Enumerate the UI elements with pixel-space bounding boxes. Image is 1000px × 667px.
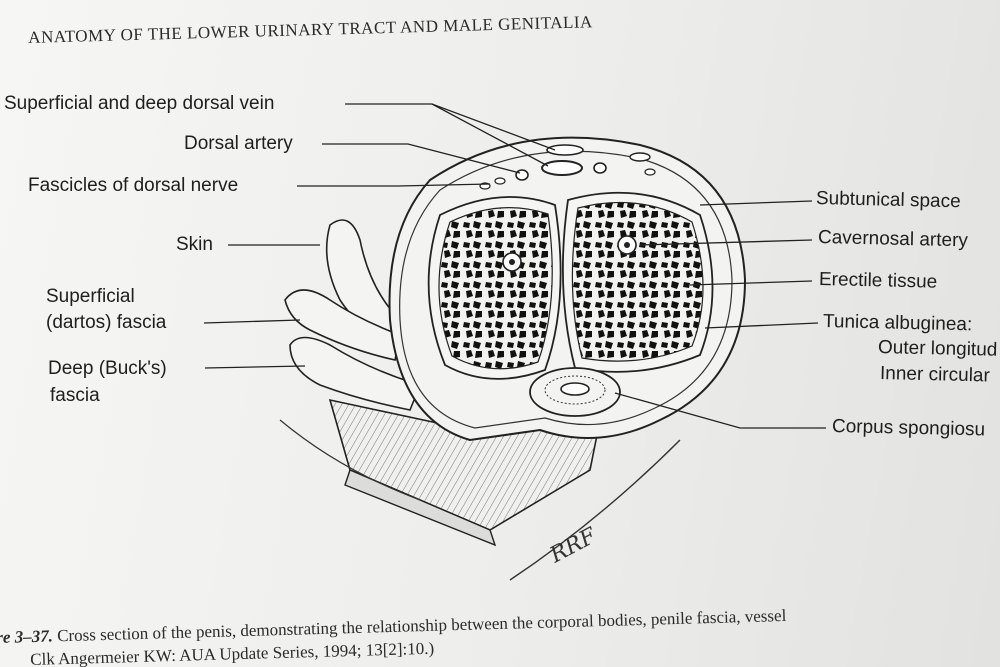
label-dartos-line1: Superficial xyxy=(46,286,135,307)
label-cavernosal-artery: Cavernosal artery xyxy=(817,227,969,252)
label-dorsal-nerve: Fascicles of dorsal nerve xyxy=(28,175,239,196)
artist-signature: RRF xyxy=(545,523,601,569)
label-erectile-tissue: Erectile tissue xyxy=(818,269,938,293)
label-bucks-line2: fascia xyxy=(50,385,100,406)
label-bucks-line1: Deep (Buck's) xyxy=(48,358,167,379)
label-tunica-outer: Outer longitud xyxy=(877,337,998,361)
corpus-cavernosum-right xyxy=(562,191,714,373)
label-dartos-line2: (dartos) fascia xyxy=(46,312,167,333)
label-dorsal-vein: Superficial and deep dorsal vein xyxy=(4,93,275,114)
figure-number: re 3–37. xyxy=(0,626,54,647)
label-tunica-albuginea: Tunica albuginea: xyxy=(822,311,973,336)
label-skin: Skin xyxy=(176,234,213,255)
corpus-cavernosum-left xyxy=(427,196,562,380)
label-corpus-spongiosum: Corpus spongiosu xyxy=(831,416,986,441)
dorsal-vessels xyxy=(479,144,656,190)
corpus-spongiosum xyxy=(529,367,621,417)
label-dorsal-artery: Dorsal artery xyxy=(184,133,293,154)
label-subtunical-space: Subtunical space xyxy=(815,188,961,213)
label-tunica-inner: Inner circular xyxy=(879,363,991,387)
leader-lines xyxy=(203,103,826,429)
